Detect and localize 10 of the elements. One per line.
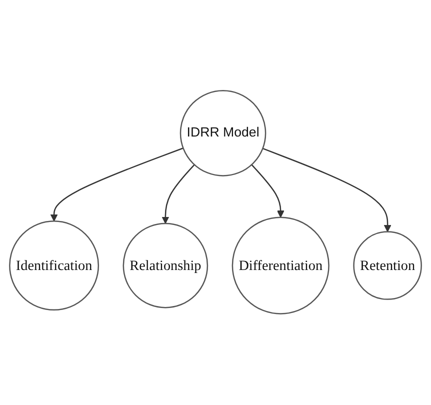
arrow <box>162 164 195 224</box>
node-circle <box>180 90 266 177</box>
node-circle <box>122 223 208 308</box>
node-circle <box>353 231 422 300</box>
arrow <box>50 148 184 222</box>
node-circle <box>9 220 100 311</box>
arrow <box>262 148 392 232</box>
diagram: IDRR Model Identification Relationship Differentiation Retention <box>3 84 428 321</box>
node-circle <box>232 217 330 315</box>
arrow <box>251 164 284 218</box>
